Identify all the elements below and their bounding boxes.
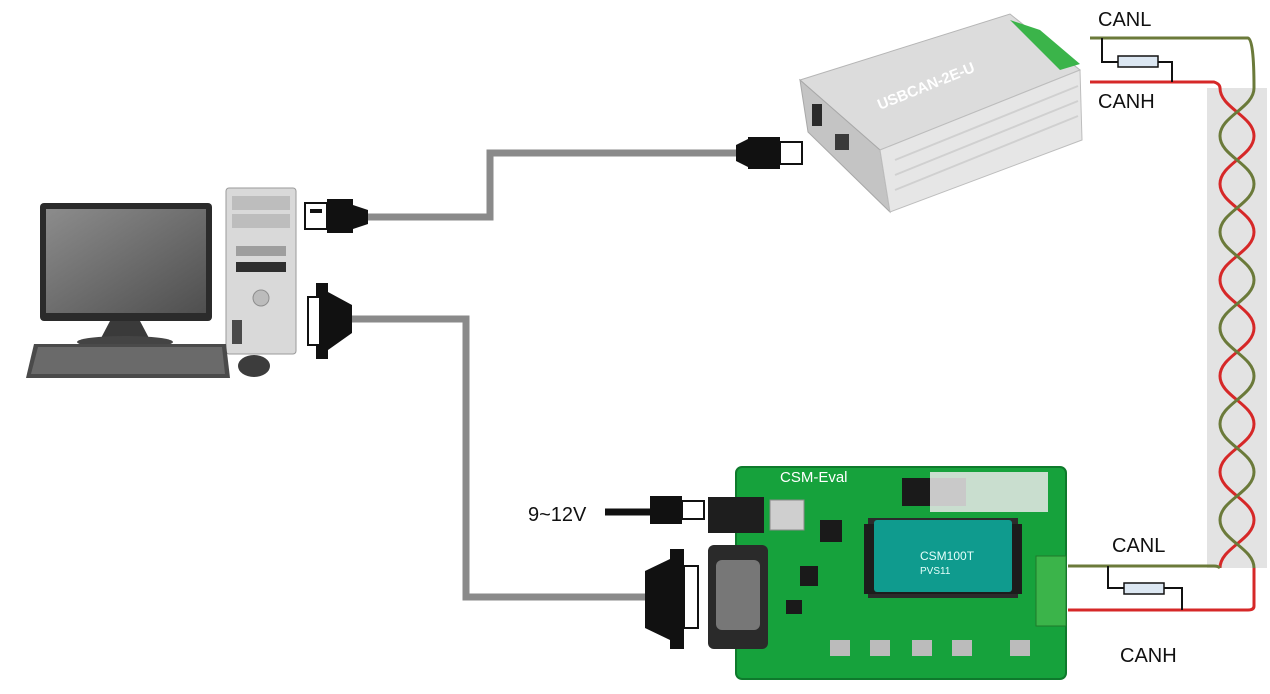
canl-wire-bottom: [1068, 564, 1222, 570]
canh-wire-twist: [1218, 87, 1256, 569]
twisted-pair-band: [1207, 88, 1267, 568]
mouse: [238, 355, 270, 377]
usb-cable: [304, 137, 803, 233]
canh-wire-top: [1090, 80, 1222, 89]
module-variant-label: PVS11: [920, 566, 951, 577]
canl-wire-twist: [1218, 87, 1256, 569]
termination-resistor-top: [1101, 38, 1173, 82]
serial-cable: [307, 283, 699, 649]
keyboard: [26, 344, 230, 378]
monitor: [40, 203, 212, 348]
usbcan-device: USBCAN-2E-U: [799, 13, 1083, 214]
canh-bottom-label: CANH: [1120, 645, 1177, 667]
canl-wire-top: [1090, 36, 1256, 89]
canl-bottom-label: CANL: [1112, 535, 1165, 557]
termination-resistor-bottom: [1107, 566, 1183, 610]
pc-tower: [225, 187, 297, 355]
eval-board-title: CSM-Eval: [780, 469, 848, 486]
module-model-label: CSM100T: [920, 549, 975, 563]
canh-wire-bottom: [1068, 568, 1256, 612]
can-bus: CANL CANH CANL CANH: [1068, 9, 1267, 667]
canl-top-label: CANL: [1098, 9, 1151, 31]
canh-top-label: CANH: [1098, 91, 1155, 113]
computer-icon: [26, 187, 297, 378]
csm-eval-board: CSM-Eval CSM100T PVS11: [708, 466, 1067, 680]
power-connector: 9~12V: [528, 496, 705, 526]
power-input-label: 9~12V: [528, 504, 587, 526]
